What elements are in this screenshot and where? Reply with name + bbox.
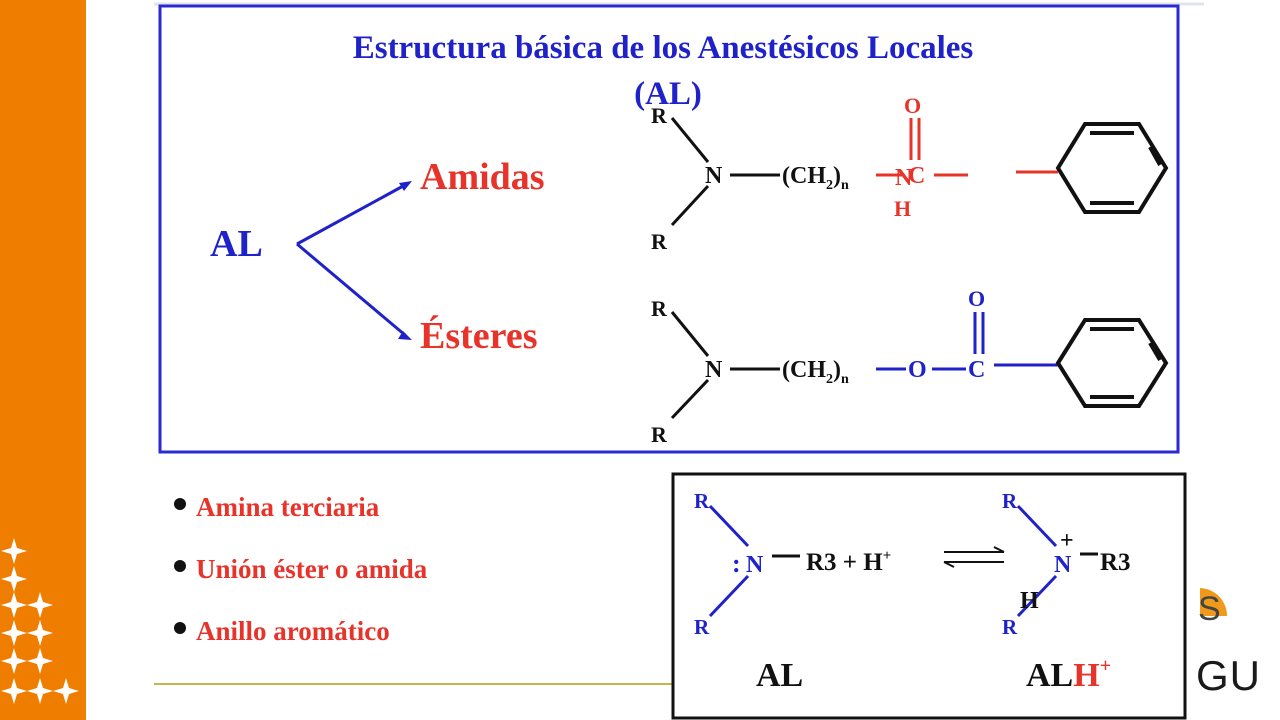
svg-text:N: N <box>746 552 764 578</box>
amide-benzene-ring <box>1055 122 1169 214</box>
star-icon <box>53 678 79 704</box>
logo-partial-top: S <box>1198 590 1221 628</box>
ester-c: C <box>968 357 985 383</box>
bullet-dot <box>174 560 186 572</box>
star-icon <box>1 620 27 646</box>
branch-arrows <box>296 181 412 340</box>
svg-text:R: R <box>1002 615 1018 639</box>
ester-o-link: O <box>908 357 927 383</box>
svg-text:R3 + H+: R3 + H+ <box>806 548 891 576</box>
star-icon <box>1 566 27 592</box>
amide-r-top: R <box>651 103 668 128</box>
star-icon <box>1 592 27 618</box>
branch-amidas: Amidas <box>420 156 545 198</box>
star-icon <box>27 620 53 646</box>
logo-mark-icon <box>1200 588 1227 616</box>
bullet-dot <box>174 622 186 634</box>
svg-text:R: R <box>694 615 710 639</box>
amide-o: O <box>904 93 921 118</box>
decorative-stars <box>1 538 79 704</box>
root-label: AL <box>210 223 263 265</box>
amide-n2: N <box>895 165 913 191</box>
star-icon <box>27 648 53 674</box>
ester-n: N <box>705 357 723 383</box>
equilibrium-arrows-icon <box>943 546 1005 568</box>
star-icon <box>27 592 53 618</box>
amide-n: N <box>705 163 723 189</box>
bullet-union: Unión éster o amida <box>196 554 428 584</box>
star-icon <box>1 538 27 564</box>
amide-c: C <box>908 163 925 189</box>
amide-r-bottom: R <box>651 229 668 254</box>
amide-h: H <box>894 196 911 221</box>
logo-partial-text: GU <box>1196 652 1261 699</box>
branch-esteres: Ésteres <box>420 315 538 357</box>
star-icon <box>27 678 53 704</box>
feature-list: Amina terciaria Unión éster o amida Anil… <box>174 492 428 646</box>
label-al: AL <box>756 657 803 694</box>
svg-text:N: N <box>1054 552 1072 578</box>
star-icon <box>1 678 27 704</box>
ester-structure: R R N (CH2)n O C O <box>651 286 1169 447</box>
svg-text::: : <box>732 549 741 578</box>
svg-text:R: R <box>694 489 710 513</box>
svg-text:(CH2)n: (CH2)n <box>782 357 849 387</box>
slide-title: Estructura básica de los Anestésicos Loc… <box>353 30 974 66</box>
label-alh: ALH+ <box>1026 655 1111 694</box>
bullet-ring: Anillo aromático <box>196 616 390 646</box>
svg-text:(CH2)n: (CH2)n <box>782 163 849 193</box>
ester-r-top: R <box>651 296 668 321</box>
ester-benzene-ring <box>1055 318 1169 408</box>
svg-text:H: H <box>1020 588 1039 614</box>
svg-text:R: R <box>1002 489 1018 513</box>
ester-r-bottom: R <box>651 422 668 447</box>
star-icon <box>1 648 27 674</box>
ester-o: O <box>968 286 985 311</box>
bullet-dot <box>174 498 186 510</box>
equilibrium-box <box>671 472 1187 720</box>
bullet-amine: Amina terciaria <box>196 492 380 522</box>
svg-text:+: + <box>1060 528 1074 554</box>
equilibrium-reaction: R : N R R3 + H+ R + N R3 R H AL ALH+ <box>694 489 1131 694</box>
structure-frame <box>158 4 1180 454</box>
svg-text:R3: R3 <box>1100 549 1131 576</box>
slide-title-abbrev: (AL) <box>634 76 702 112</box>
amide-structure: R R N (CH2)n N C O H <box>651 93 1169 254</box>
